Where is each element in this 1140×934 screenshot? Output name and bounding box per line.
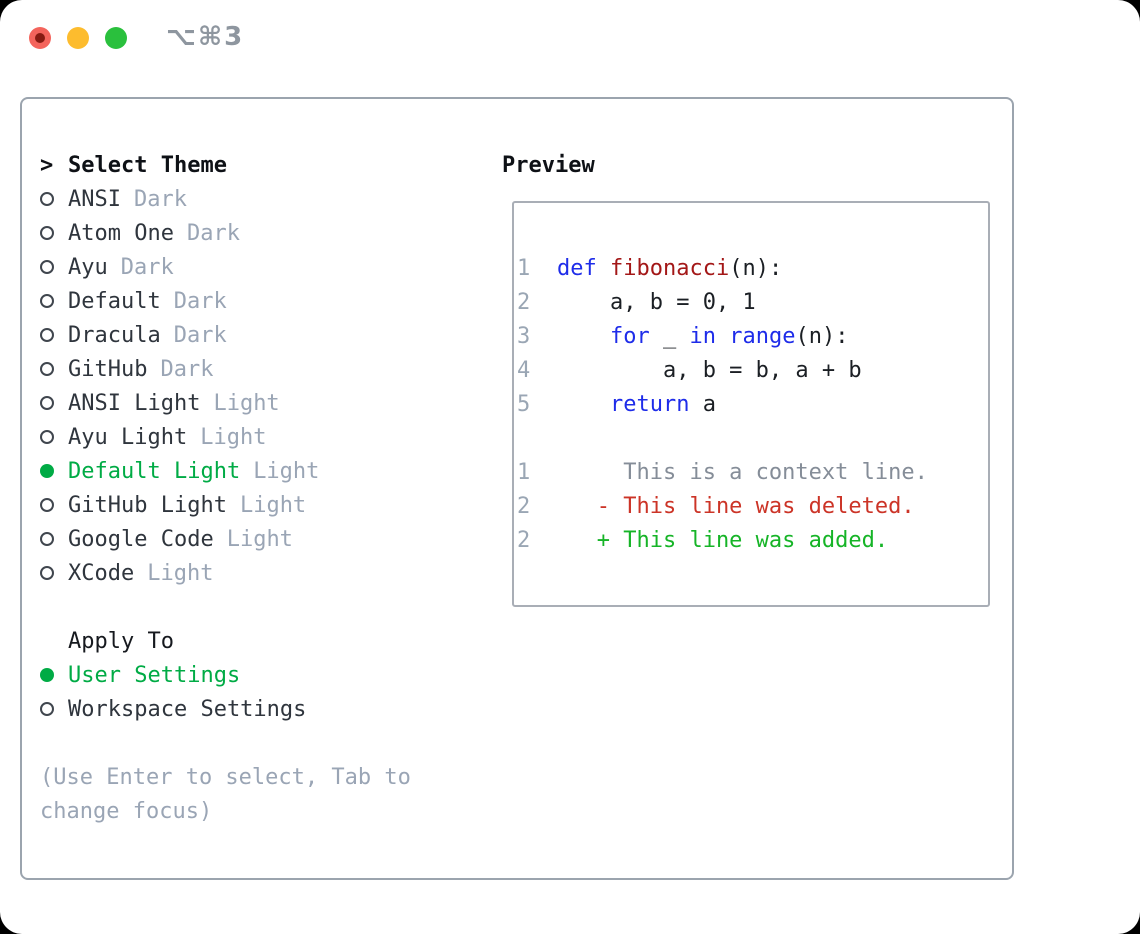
spacer <box>40 726 490 760</box>
code-line-5: 5 return a <box>517 392 716 417</box>
unsaved-dot-icon <box>35 33 45 43</box>
radio-icon <box>40 192 54 206</box>
radio-icon <box>40 328 54 342</box>
radio-icon <box>40 430 54 444</box>
radio-icon <box>40 702 54 716</box>
apply-to-heading-row: Apply To <box>40 624 490 658</box>
code-line-2: 2 a, b = 0, 1 <box>517 290 756 315</box>
diff-context-line: 1 This is a context line. <box>517 460 928 485</box>
window-title: ⌥⌘3 <box>166 22 245 52</box>
radio-icon <box>40 532 54 546</box>
preview-heading-row: Preview <box>502 148 1002 182</box>
spacer <box>40 590 490 624</box>
titlebar: ⌥⌘3 <box>0 0 1140 76</box>
preview-heading: Preview <box>502 152 595 178</box>
radio-selected-icon <box>40 464 54 478</box>
diff-deleted-line: 2 - This line was deleted. <box>517 494 915 519</box>
diff-added-line: 2 + This line was added. <box>517 528 889 553</box>
minimize-button[interactable] <box>67 27 89 49</box>
cursor-icon: > <box>40 152 54 178</box>
select-theme-heading: Select Theme <box>68 152 227 178</box>
radio-icon <box>40 396 54 410</box>
radio-icon <box>40 566 54 580</box>
apply-option-user-settings-selected[interactable]: User Settings <box>40 658 490 692</box>
zoom-button[interactable] <box>105 27 127 49</box>
radio-selected-icon <box>40 668 54 682</box>
radio-icon <box>40 294 54 308</box>
radio-icon <box>40 362 54 376</box>
select-theme-heading-row: > Select Theme <box>40 148 490 182</box>
radio-icon <box>40 498 54 512</box>
blank-line <box>517 422 988 456</box>
help-text-line2: change focus) <box>40 798 213 824</box>
radio-icon <box>40 260 54 274</box>
help-text-line1: (Use Enter to select, Tab to <box>40 764 411 790</box>
close-button[interactable] <box>29 27 51 49</box>
apply-option-workspace-settings[interactable]: Workspace Settings <box>40 692 490 726</box>
apply-to-heading: Apply To <box>68 628 174 654</box>
code-line-3: 3 for _ in range(n): <box>517 324 849 349</box>
radio-icon <box>40 226 54 240</box>
code-line-4: 4 a, b = b, a + b <box>517 358 862 383</box>
